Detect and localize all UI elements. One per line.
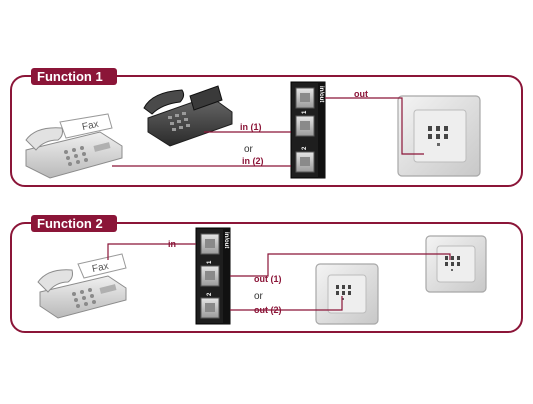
line-out-1 [230, 253, 451, 277]
function-2-panel: Function 2 Fax in/out [10, 215, 523, 333]
splitter-2-port-1: 1 [200, 260, 220, 287]
splitter-1-port-inout [295, 87, 315, 109]
splitter-1-port-2-number: 2 [302, 146, 308, 150]
line-in [107, 243, 196, 260]
function-2-frame [10, 222, 523, 333]
label-in: in [168, 239, 176, 249]
splitter-2: in/out 1 2 [195, 227, 231, 325]
function-1-connections [112, 97, 424, 167]
splitter-1-port-1: 1 [295, 110, 315, 137]
line-out-2 [230, 296, 343, 311]
label-in-1: in (1) [240, 122, 262, 132]
fax-paper-text: Fax [81, 119, 100, 133]
wall-socket-2a [315, 263, 379, 325]
splitter-2-port-2: 2 [200, 292, 220, 319]
splitter-1-label: in/out [318, 86, 324, 102]
label-or-1: or [244, 144, 254, 155]
splitter-2-port-inout [200, 233, 220, 255]
fax-machine: Fax [37, 253, 127, 319]
label-out-2: out (2) [254, 305, 282, 315]
splitter-2-label: in/out [223, 232, 229, 248]
splitter-2-port-2-number: 2 [207, 292, 213, 296]
function-2-title: Function 2 [37, 216, 103, 231]
splitter-2-port-1-number: 1 [207, 260, 213, 264]
label-in-2: in (2) [242, 156, 264, 166]
function-1-panel: Function 1 Fax [10, 68, 523, 187]
wall-socket-2b [425, 235, 487, 293]
splitter-1-port-2: 2 [295, 146, 315, 173]
function-2-title-tab [31, 215, 117, 232]
function-2-connections [107, 243, 451, 311]
label-or-2: or [254, 291, 264, 302]
label-out-1: out (1) [254, 274, 282, 284]
desk-phone [143, 85, 233, 147]
function-1-frame [10, 75, 523, 187]
fax-machine: Fax [25, 113, 123, 179]
line-out [325, 97, 424, 155]
splitter-1-port-1-number: 1 [302, 110, 308, 114]
function-1-title: Function 1 [37, 69, 103, 84]
label-out: out [354, 89, 368, 99]
fax-paper-text: Fax [91, 261, 110, 275]
function-1-title-tab [31, 68, 117, 85]
splitter-1: in/out 1 2 [290, 81, 326, 179]
wall-socket-1 [397, 95, 481, 177]
